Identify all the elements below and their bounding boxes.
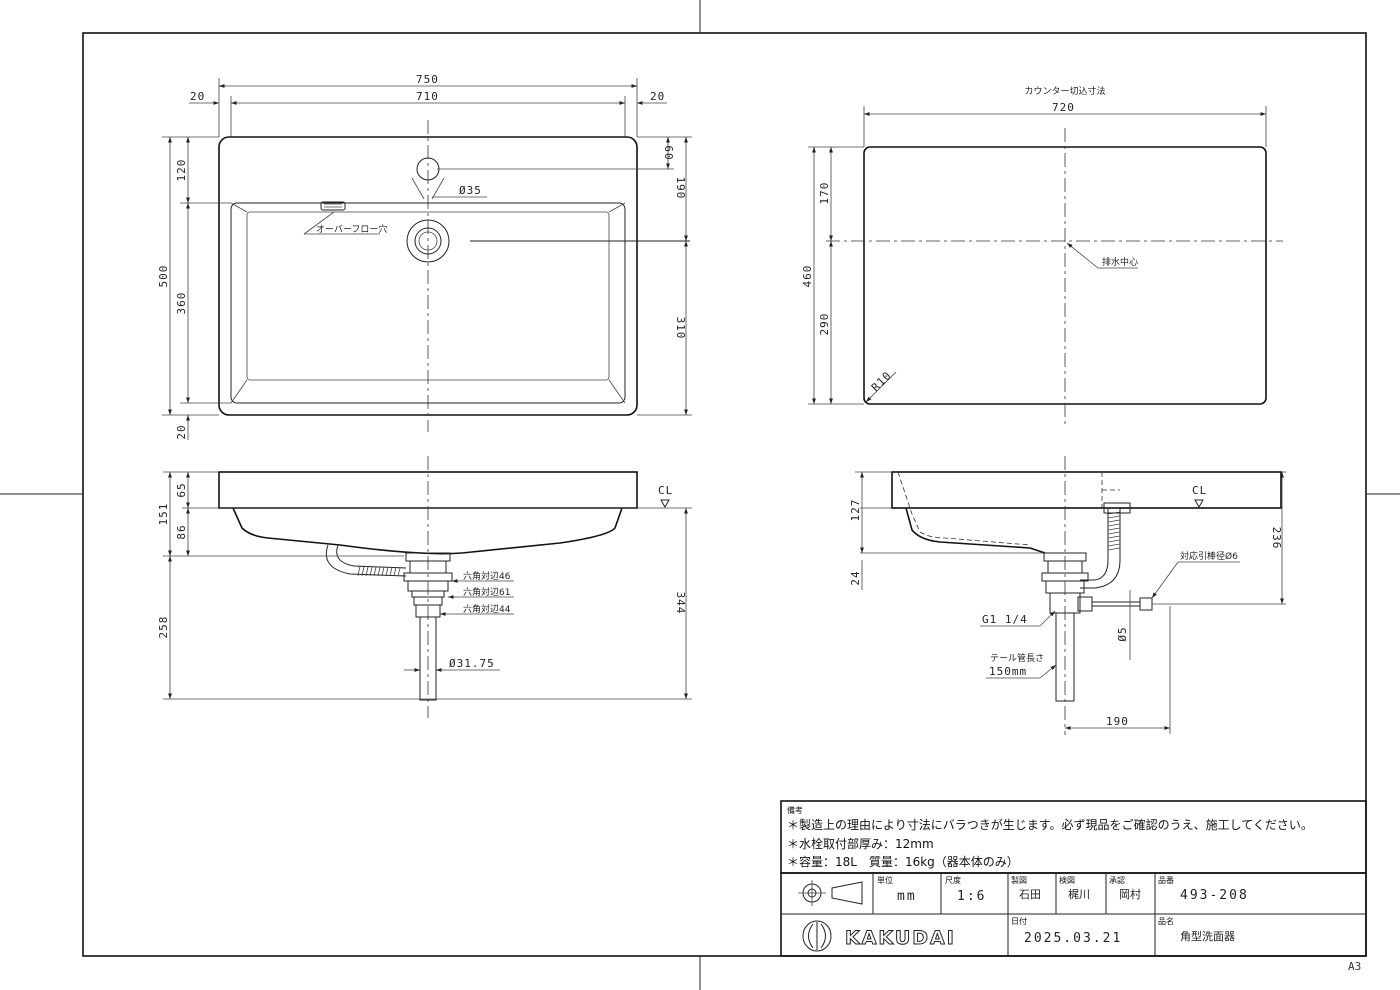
kakudai-logo: KAKUDAI	[802, 920, 956, 952]
front-view: CL 151 65 86 258 344 六角対辺46 六角対辺61 六角対辺4…	[157, 456, 692, 718]
unit-value: mm	[897, 889, 917, 904]
dim-cutout-lower: 290	[818, 313, 831, 336]
dim-right-190: 190	[674, 177, 687, 200]
checked-label: 検図	[1059, 875, 1075, 885]
note-line-2: ＊水栓取付部厚み：12mm	[787, 836, 934, 851]
overflow-label: オーバーフロー穴	[316, 223, 387, 235]
dim-side-190: 190	[1106, 715, 1129, 728]
date-value: 2025.03.21	[1024, 931, 1122, 946]
dim-faucet-offset: 120	[175, 159, 188, 182]
drawn-label: 製図	[1011, 875, 1027, 885]
logo-text: KAKUDAI	[845, 927, 956, 949]
dim-pipe-diameter: Ø31.75	[449, 657, 495, 670]
dim-bowl-height: 86	[175, 524, 188, 539]
dim-depth-overall: 500	[157, 265, 170, 288]
dim-rim-height: 65	[175, 482, 188, 497]
sheet-size: A3	[1348, 960, 1361, 973]
cutout-title: カウンター切込寸法	[1024, 85, 1105, 97]
projection-symbol-icon	[798, 880, 863, 906]
overflow-hose	[357, 565, 401, 577]
thread-label: G1 1/4	[982, 613, 1028, 626]
dim-phi-5: Ø5	[1116, 626, 1129, 641]
approved-label: 承認	[1109, 875, 1125, 885]
dim-total-height: 151	[157, 503, 170, 526]
tail-length-value: 150mm	[989, 665, 1027, 678]
scale-label: 尺度	[945, 875, 961, 885]
dim-right-310: 310	[674, 317, 687, 340]
dim-faucet-hole: Ø35	[459, 184, 482, 197]
dim-side-24: 24	[849, 570, 862, 585]
dim-bottom-rim: 20	[175, 424, 188, 439]
side-view: CL 127 24 236 対応引棒径Ø6 Ø5 G1 1/4 テール管長さ 1…	[849, 456, 1286, 735]
hex-label-61: 六角対辺61	[463, 586, 510, 598]
hex-label-44: 六角対辺44	[463, 603, 511, 615]
notes-heading: 備考	[787, 805, 803, 815]
note-line-3: ＊容量：18L 質量：16kg（器本体のみ）	[787, 854, 1019, 869]
dim-rim-right: 20	[650, 90, 665, 103]
dim-cutout-radius: R10	[869, 369, 894, 394]
dim-cutout-width: 720	[1052, 101, 1075, 114]
dim-rim-left: 20	[190, 90, 205, 103]
name-label: 品名	[1158, 916, 1174, 926]
dim-width-inner: 710	[416, 90, 439, 103]
dim-cutout-upper: 170	[818, 182, 831, 205]
part-no-value: 493-208	[1180, 888, 1249, 903]
dim-side-127: 127	[849, 499, 862, 522]
dim-right-height: 344	[674, 592, 687, 615]
dim-cutout-depth: 460	[801, 265, 814, 288]
scale-value: 1:6	[957, 889, 986, 904]
dim-drain-length: 258	[157, 616, 170, 639]
dim-right-60: 60	[662, 145, 675, 160]
notes-box: 備考 ＊製造上の理由により寸法にバラつきが生じます。必ず現品をご確認のうえ、施工…	[780, 800, 1367, 874]
overflow-hole	[320, 201, 346, 211]
unit-label: 単位	[877, 875, 893, 885]
dim-depth-bowl: 360	[175, 292, 188, 315]
front-cl-label: CL	[658, 484, 673, 497]
approved-value: 岡村	[1119, 887, 1141, 901]
drain-outer	[406, 219, 450, 263]
side-cl-label: CL	[1192, 484, 1207, 497]
front-bowl	[232, 507, 623, 555]
note-line-1: ＊製造上の理由により寸法にバラつきが生じます。必ず現品をご確認のうえ、施工してく…	[787, 817, 1313, 832]
date-label: 日付	[1011, 916, 1027, 926]
pull-rod-label: 対応引棒径Ø6	[1180, 550, 1238, 562]
checked-value: 梶川	[1068, 887, 1090, 901]
side-rim	[891, 471, 1282, 509]
dim-width-overall: 750	[416, 73, 439, 86]
title-block: 単位 mm 尺度 1:6 製図 石田 検図 梶川 承認 岡村 品番 493-20…	[780, 872, 1367, 957]
name-value: 角型洗面器	[1180, 929, 1235, 943]
side-overflow-hose	[1107, 511, 1121, 551]
drawn-value: 石田	[1019, 888, 1041, 901]
dim-side-height: 236	[1270, 527, 1283, 550]
hex-label-46: 六角対辺46	[463, 570, 511, 582]
tail-length-label: テール管長さ	[990, 652, 1044, 664]
cutout-view: カウンター切込寸法 720 460 170 290 R10 排水中心	[801, 85, 1283, 425]
part-no-label: 品番	[1158, 875, 1174, 885]
top-view: オーバーフロー穴 Ø35 750 710 20 20 500 120 360 2…	[157, 73, 692, 440]
drain-center-label: 排水中心	[1102, 256, 1138, 268]
